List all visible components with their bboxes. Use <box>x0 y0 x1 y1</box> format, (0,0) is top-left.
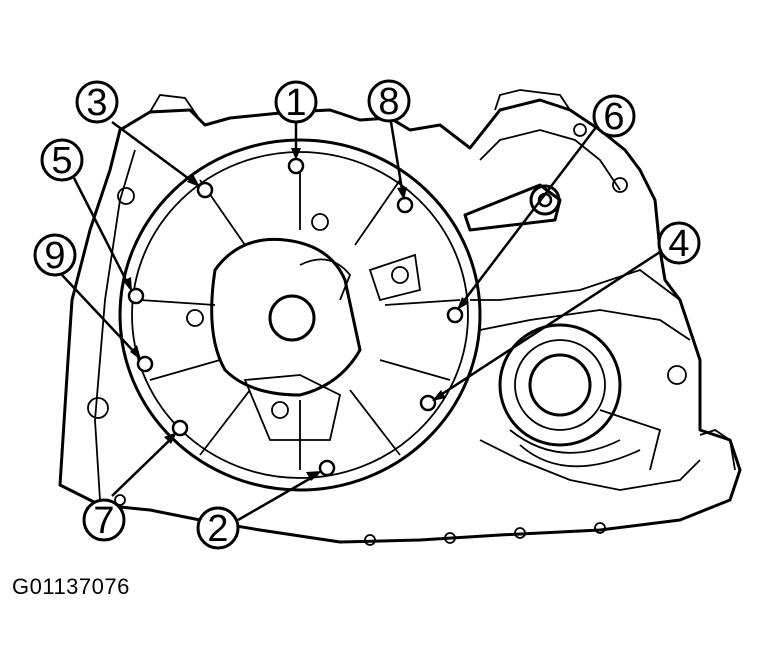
side-cover-plate <box>118 138 482 492</box>
bolt-4 <box>419 394 437 412</box>
bolt-7 <box>171 419 189 437</box>
svg-text:6: 6 <box>603 96 624 138</box>
bolt-5 <box>127 287 145 305</box>
svg-text:3: 3 <box>86 82 107 124</box>
bolt-1 <box>287 157 305 175</box>
transaxle-housing <box>58 89 742 546</box>
svg-text:7: 7 <box>93 500 114 542</box>
svg-text:8: 8 <box>378 81 399 123</box>
svg-text:4: 4 <box>668 223 689 265</box>
bolt-6 <box>446 306 464 324</box>
callout-2: 2 <box>196 506 240 550</box>
bolt-3 <box>196 181 214 199</box>
callout-3: 3 <box>75 80 119 124</box>
bolt-2 <box>318 459 336 477</box>
leader-lines <box>61 120 661 522</box>
callout-1: 1 <box>274 80 318 124</box>
callout-4: 4 <box>657 221 701 265</box>
callouts: 1 2 3 4 5 6 7 8 <box>33 79 701 550</box>
differential-bearing <box>498 323 662 471</box>
bolt-8 <box>396 196 414 214</box>
callout-6: 6 <box>592 94 636 138</box>
svg-text:9: 9 <box>44 235 65 277</box>
bolt-holes <box>127 157 464 477</box>
svg-text:5: 5 <box>51 140 72 182</box>
svg-text:2: 2 <box>207 508 228 550</box>
callout-8: 8 <box>367 79 411 123</box>
figure-code: G01137076 <box>12 574 130 599</box>
svg-text:1: 1 <box>285 82 306 124</box>
callout-7: 7 <box>82 498 126 542</box>
callout-5: 5 <box>40 138 84 182</box>
callout-9: 9 <box>33 233 77 277</box>
bolt-9 <box>136 355 154 373</box>
